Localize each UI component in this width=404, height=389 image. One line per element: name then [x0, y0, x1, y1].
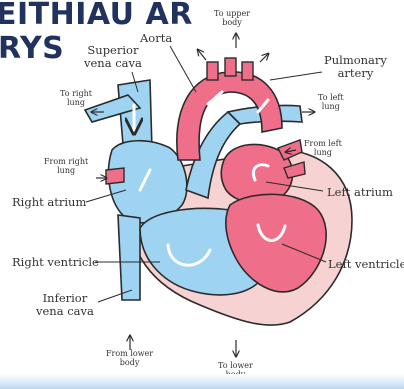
label-left-atrium: Left atrium — [327, 186, 393, 199]
bottom-band — [0, 374, 404, 389]
label-aorta: Aorta — [140, 32, 172, 45]
label-right-ventricle: Right ventricle — [12, 256, 99, 269]
label-left-ventricle: Left ventricle — [328, 258, 404, 271]
aorta-branch-1 — [207, 62, 218, 80]
label-right-atrium: Right atrium — [12, 196, 86, 209]
aorta-branch-3 — [242, 62, 253, 80]
pulmonary-vein-right — [106, 168, 124, 184]
aorta-branch-2 — [225, 58, 236, 76]
inferior-vena-cava — [118, 215, 140, 300]
